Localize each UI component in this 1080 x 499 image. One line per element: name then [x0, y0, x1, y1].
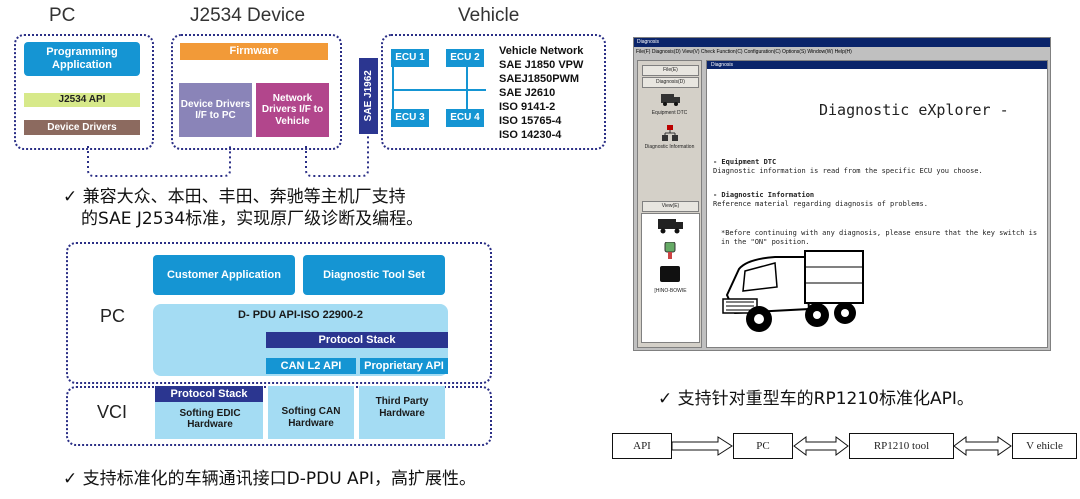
softing-can-hardware-block: Softing CAN Hardware — [268, 386, 354, 439]
network-item: ISO 9141-2 — [499, 101, 556, 113]
j2534-line2: 的SAE J2534标准，实现原厂级诊断及编程。 — [81, 209, 424, 230]
dpdu-feature-text: ✓ 支持标准化的车辆通讯接口D-PDU API，高扩展性。 — [63, 469, 476, 489]
rp1210-feature-text: ✓ 支持针对重型车的RP1210标准化API。 — [658, 389, 974, 409]
diagnostic-information-label: Diagnostic Information — [644, 144, 695, 150]
device-list-panel: [HINO-BOWIE — [641, 213, 700, 343]
network-item: SAE J2610 — [499, 87, 556, 99]
equipment-dtc-section: - Equipment DTC Diagnostic information i… — [713, 158, 983, 176]
diagnostic-information-section: - Diagnostic Information Reference mater… — [713, 191, 928, 209]
device-drivers-if-pc-block: Device Drivers I/F to PC — [179, 83, 252, 137]
ecu-1: ECU 1 — [391, 49, 429, 67]
diagnostic-tool-set-block: Diagnostic Tool Set — [303, 255, 445, 295]
connector-lines — [87, 134, 369, 177]
flow-arrows — [671, 436, 1012, 456]
protocol-stack-pc-block: Protocol Stack — [266, 332, 448, 348]
window-title: Diagnosis — [634, 38, 1050, 47]
device-group — [171, 34, 342, 150]
equipment-dtc-title: - Equipment DTC — [713, 158, 777, 166]
explorer-heading: Diagnostic eXplorer - — [819, 101, 1009, 119]
vehicle-network-list: Vehicle Network SAE J1850 VPW SAEJ1850PW… — [499, 44, 583, 142]
flow-api-box: API — [612, 433, 672, 459]
equipment-dtc-description: Diagnostic information is read from the … — [713, 167, 983, 175]
pc-header: PC — [49, 5, 76, 26]
proprietary-api-block: Proprietary API — [360, 358, 448, 374]
vci-layer-label: VCI — [97, 402, 128, 422]
network-item: SAEJ1850PWM — [499, 73, 580, 85]
ecu-2: ECU 2 — [446, 49, 484, 67]
pc-group — [14, 34, 154, 150]
flow-vehicle-box: V ehicle — [1012, 433, 1077, 459]
side-file-button[interactable]: File(E) — [642, 65, 699, 76]
pc-layer-label: PC — [100, 306, 126, 326]
pc-layer-group — [66, 242, 492, 384]
truck-icon[interactable] — [661, 93, 681, 107]
hino-bowie-label: [HINO-BOWIE — [654, 288, 687, 294]
can-l2-api-block: CAN L2 API — [266, 358, 356, 374]
flow-pc-box: PC — [733, 433, 793, 459]
connector-icon[interactable] — [663, 242, 677, 260]
diagnostic-window: Diagnosis File(F) Diagnosis(D) View(V) C… — [633, 37, 1051, 351]
diagnostic-information-title: - Diagnostic Information — [713, 191, 815, 199]
device-icon[interactable] — [660, 266, 680, 282]
j2534-line1: ✓ 兼容大众、本田、丰田、奔驰等主机厂支持 — [63, 187, 406, 207]
third-party-hardware-block: Third Party Hardware — [359, 386, 445, 439]
ecu-3: ECU 3 — [391, 109, 429, 127]
document-title: Diagnosis — [707, 61, 1047, 69]
ecu-network-lines — [392, 62, 486, 118]
ecu-4: ECU 4 — [446, 109, 484, 127]
device-header: J2534 Device — [190, 5, 306, 26]
vehicle-header: Vehicle — [458, 5, 520, 26]
sae-j1962-bar: SAE J1962 — [359, 58, 378, 134]
vehicle-group — [381, 34, 606, 150]
diagnosis-document: Diagnosis Diagnostic eXplorer - - Equipm… — [706, 60, 1048, 348]
network-title: Vehicle Network — [499, 45, 584, 57]
firmware-block: Firmware — [180, 43, 328, 60]
network-drivers-if-vehicle-block: Network Drivers I/F to Vehicle — [256, 83, 329, 137]
menu-bar[interactable]: File(F) Diagnosis(D) View(V) Check Funct… — [636, 49, 852, 55]
network-item: ISO 15765-4 — [499, 115, 562, 127]
dpdu-api-label: D- PDU API-ISO 22900-2 — [238, 309, 363, 321]
side-panel: File(E) Diagnosis(D) Equipment DTC Diagn… — [637, 60, 702, 348]
side-view-button[interactable]: View(E) — [642, 201, 699, 212]
diagnostic-information-description: Reference material regarding diagnosis o… — [713, 200, 928, 208]
hierarchy-icon[interactable] — [662, 125, 678, 141]
j2534-feature-text: ✓ 兼容大众、本田、丰田、奔驰等主机厂支持 的SAE J2534标准，实现原厂级… — [63, 186, 423, 230]
side-diagnosis-button[interactable]: Diagnosis(D) — [642, 77, 699, 88]
device-drivers-block: Device Drivers — [24, 120, 140, 135]
network-item: ISO 14230-4 — [499, 129, 562, 141]
truck-illustration — [722, 250, 864, 332]
key-switch-note: *Before continuing with any diagnosis, p… — [721, 229, 1038, 246]
protocol-stack-vci-block: Protocol Stack — [155, 386, 263, 402]
network-item: SAE J1850 VPW — [499, 59, 584, 71]
j2534-api-block: J2534 API — [24, 93, 140, 107]
vehicle-icon[interactable] — [658, 218, 684, 234]
programming-application-block: Programming Application — [24, 42, 140, 76]
softing-edic-label: Softing EDIC Hardware — [179, 408, 241, 430]
equipment-dtc-label: Equipment DTC — [651, 110, 688, 116]
customer-application-block: Customer Application — [153, 255, 295, 295]
flow-rp1210-tool-box: RP1210 tool — [849, 433, 954, 459]
